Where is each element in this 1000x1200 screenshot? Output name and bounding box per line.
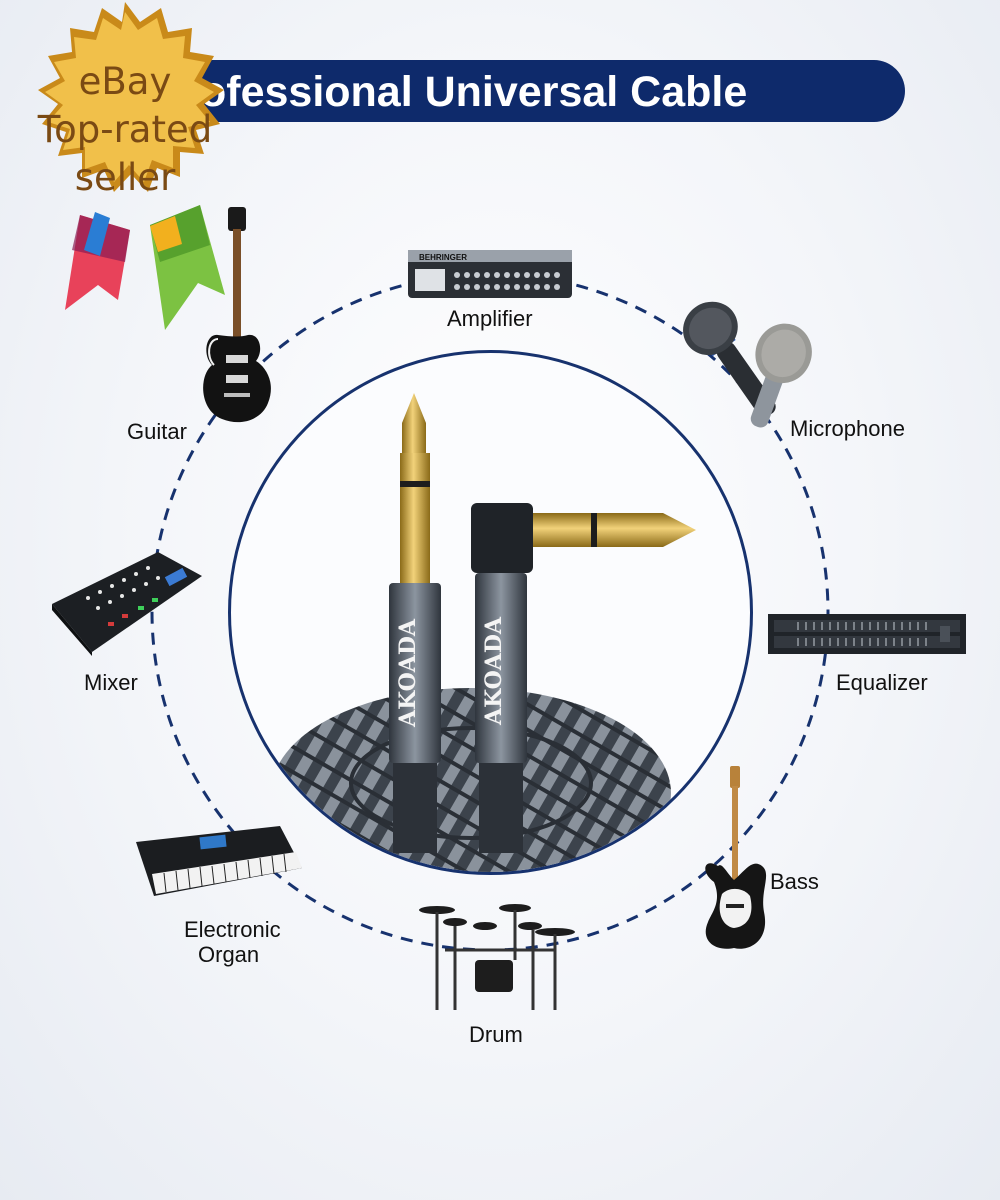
cable-plugs-image: AKOADA AKOADA <box>271 393 696 872</box>
badge-line-3: seller <box>74 156 176 199</box>
amplifier-icon: BEHRINGER <box>408 250 572 298</box>
badge-line-1: eBay <box>78 60 172 103</box>
bass-guitar-icon <box>705 766 767 949</box>
badge-text: eBay Top-rated seller <box>10 58 240 202</box>
label-equalizer: Equalizer <box>836 670 928 695</box>
label-amplifier: Amplifier <box>447 306 533 331</box>
mixer-icon <box>52 552 202 656</box>
label-microphone: Microphone <box>790 416 905 441</box>
keyboard-icon <box>136 826 302 896</box>
microphone-icon <box>683 301 812 428</box>
top-rated-seller-badge <box>38 2 225 330</box>
badge-line-2: Top-rated <box>37 108 213 151</box>
label-bass: Bass <box>770 869 819 894</box>
product-circle: AKOADA AKOADA <box>228 350 753 875</box>
drum-kit-icon <box>419 904 575 1010</box>
banner-title: ofessional Universal Cable <box>200 68 748 116</box>
guitar-icon <box>203 207 271 423</box>
equalizer-icon <box>768 614 966 654</box>
label-electronic-organ-line2: Organ <box>198 942 260 967</box>
label-guitar: Guitar <box>127 419 187 444</box>
svg-text:BEHRINGER: BEHRINGER <box>419 253 467 262</box>
label-mixer: Mixer <box>84 670 138 695</box>
title-banner <box>120 60 905 122</box>
plug-brand-text-1: AKOADA <box>395 618 421 728</box>
plug-brand-text-2: AKOADA <box>481 616 507 726</box>
label-electronic-organ-line1: Electronic <box>184 917 281 942</box>
label-drum: Drum <box>469 1022 523 1047</box>
